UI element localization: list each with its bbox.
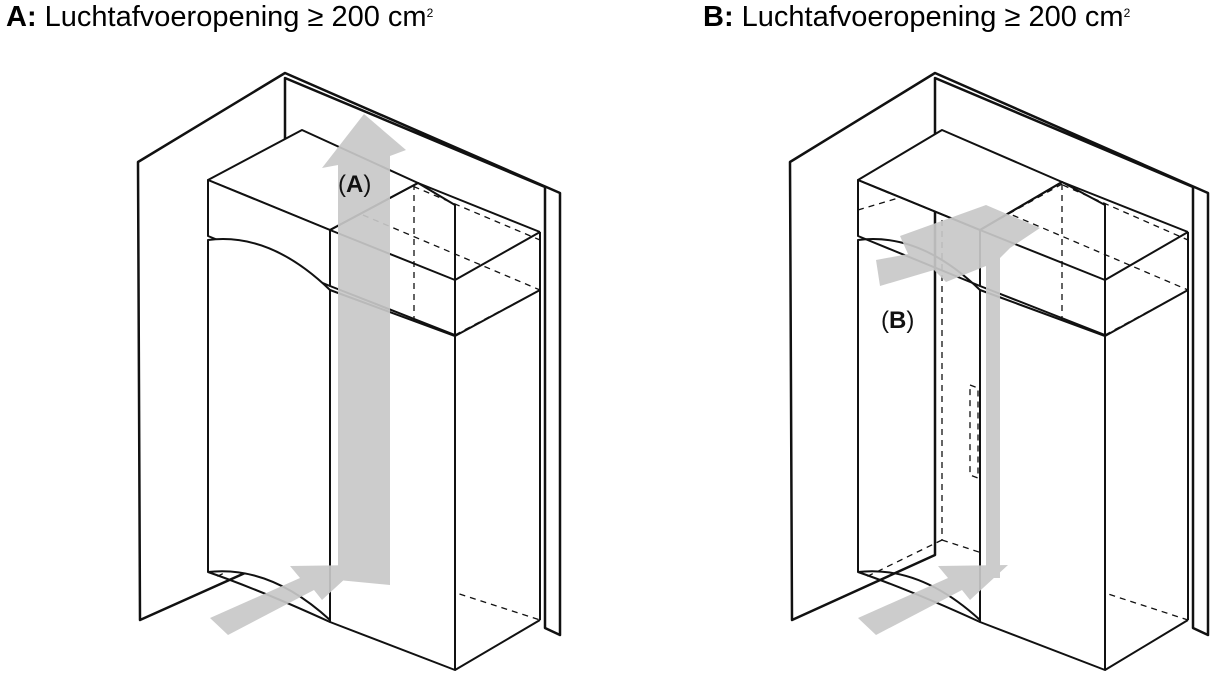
- figure-a-left-door: [207, 238, 331, 621]
- figure-b-exhaust-arrow: [986, 244, 1000, 578]
- caption-a-text: Luchtafvoeropening ≥ 200 cm: [44, 1, 427, 33]
- figure-a-airflow-arrows: [210, 114, 406, 635]
- figure-b-exhaust-vent-arrow: [876, 205, 1040, 286]
- figure-a-intake-arrow: [210, 565, 360, 635]
- caption-b-key: B:: [703, 1, 734, 33]
- figure-b-callout: (B): [881, 307, 914, 334]
- caption-a-key: A:: [6, 1, 37, 33]
- caption-b-superscript: 2: [1123, 6, 1131, 20]
- figure-b-intake-arrow: [858, 565, 1008, 635]
- figure-b-airflow-arrows: [858, 205, 1040, 635]
- figure-a-exhaust-arrow: [322, 114, 406, 585]
- caption-b-text: Luchtafvoeropening ≥ 200 cm: [741, 1, 1124, 33]
- figure-a-callout: (A): [338, 171, 371, 198]
- caption-b: B: Luchtafvoeropening ≥ 200 cm2: [703, 0, 1130, 34]
- caption-a: A: Luchtafvoeropening ≥ 200 cm2: [6, 0, 433, 34]
- caption-a-superscript: 2: [426, 6, 434, 20]
- figure-a: [136, 71, 562, 671]
- figure-b-wall: [788, 71, 1210, 637]
- figure-b: [788, 71, 1210, 671]
